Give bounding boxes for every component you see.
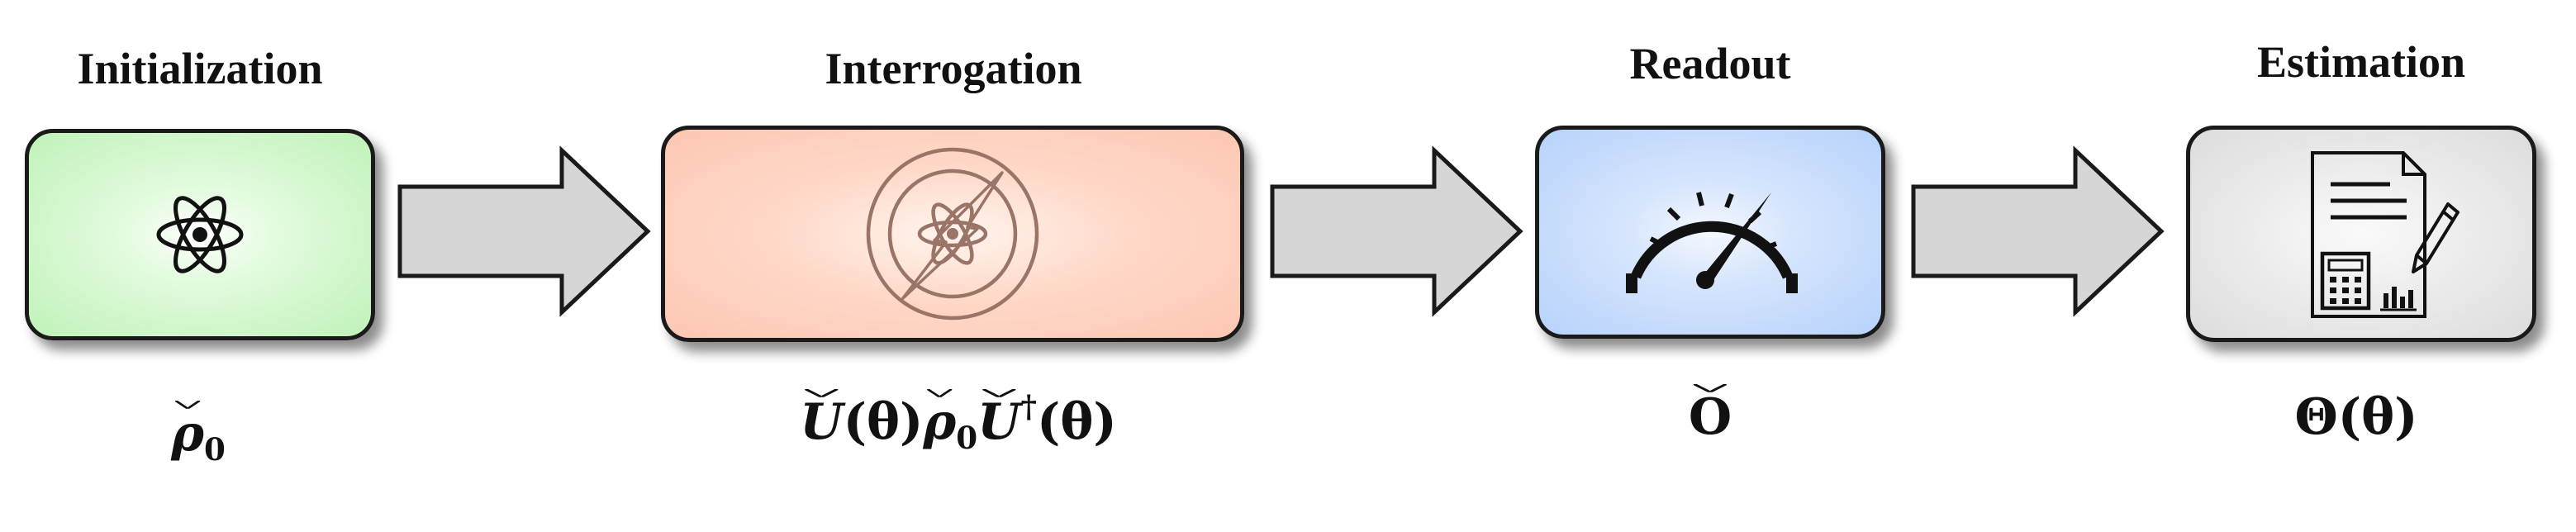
title-readout: Readout <box>1629 39 1791 88</box>
theta-arg-2: (θ) <box>1036 393 1117 452</box>
atom-field-icon <box>866 147 1039 321</box>
interrogation-box <box>661 126 1244 342</box>
gauge-icon <box>1626 192 1798 293</box>
arrow-interrogation-to-readout <box>1270 145 1523 317</box>
formula-evolved-state: U(θ)ρ0U†(θ) <box>800 388 1117 456</box>
formula-observable: O <box>1688 384 1732 446</box>
rho-subscript: 0 <box>204 430 226 468</box>
big-theta: Θ <box>2294 388 2338 446</box>
theta-arg-1: (θ) <box>843 393 924 452</box>
o-hat: O <box>1688 384 1732 446</box>
estimation-box <box>2186 126 2536 342</box>
arrow-init-to-interrogation <box>397 145 651 317</box>
u-hat: U <box>800 389 844 452</box>
atom-icon <box>156 196 244 273</box>
title-interrogation: Interrogation <box>825 44 1082 93</box>
rho-subscript: 0 <box>956 419 978 456</box>
initialization-box <box>25 129 375 340</box>
title-initialization: Initialization <box>77 44 323 93</box>
arrow-readout-to-estimation <box>1911 145 2165 317</box>
u-dagger-hat: U <box>977 389 1021 452</box>
rho-hat: ρ <box>923 389 957 452</box>
formula-estimator: Θ(θ) <box>2294 388 2417 446</box>
title-estimation: Estimation <box>2256 37 2466 87</box>
theta-arg: (θ) <box>2337 388 2418 446</box>
document-calculator-icon <box>2311 151 2460 318</box>
dagger-superscript: † <box>1020 388 1037 425</box>
readout-box <box>1535 126 1885 339</box>
rho-hat: ρ <box>171 401 205 463</box>
formula-initial-state: ρ0 <box>171 401 226 468</box>
